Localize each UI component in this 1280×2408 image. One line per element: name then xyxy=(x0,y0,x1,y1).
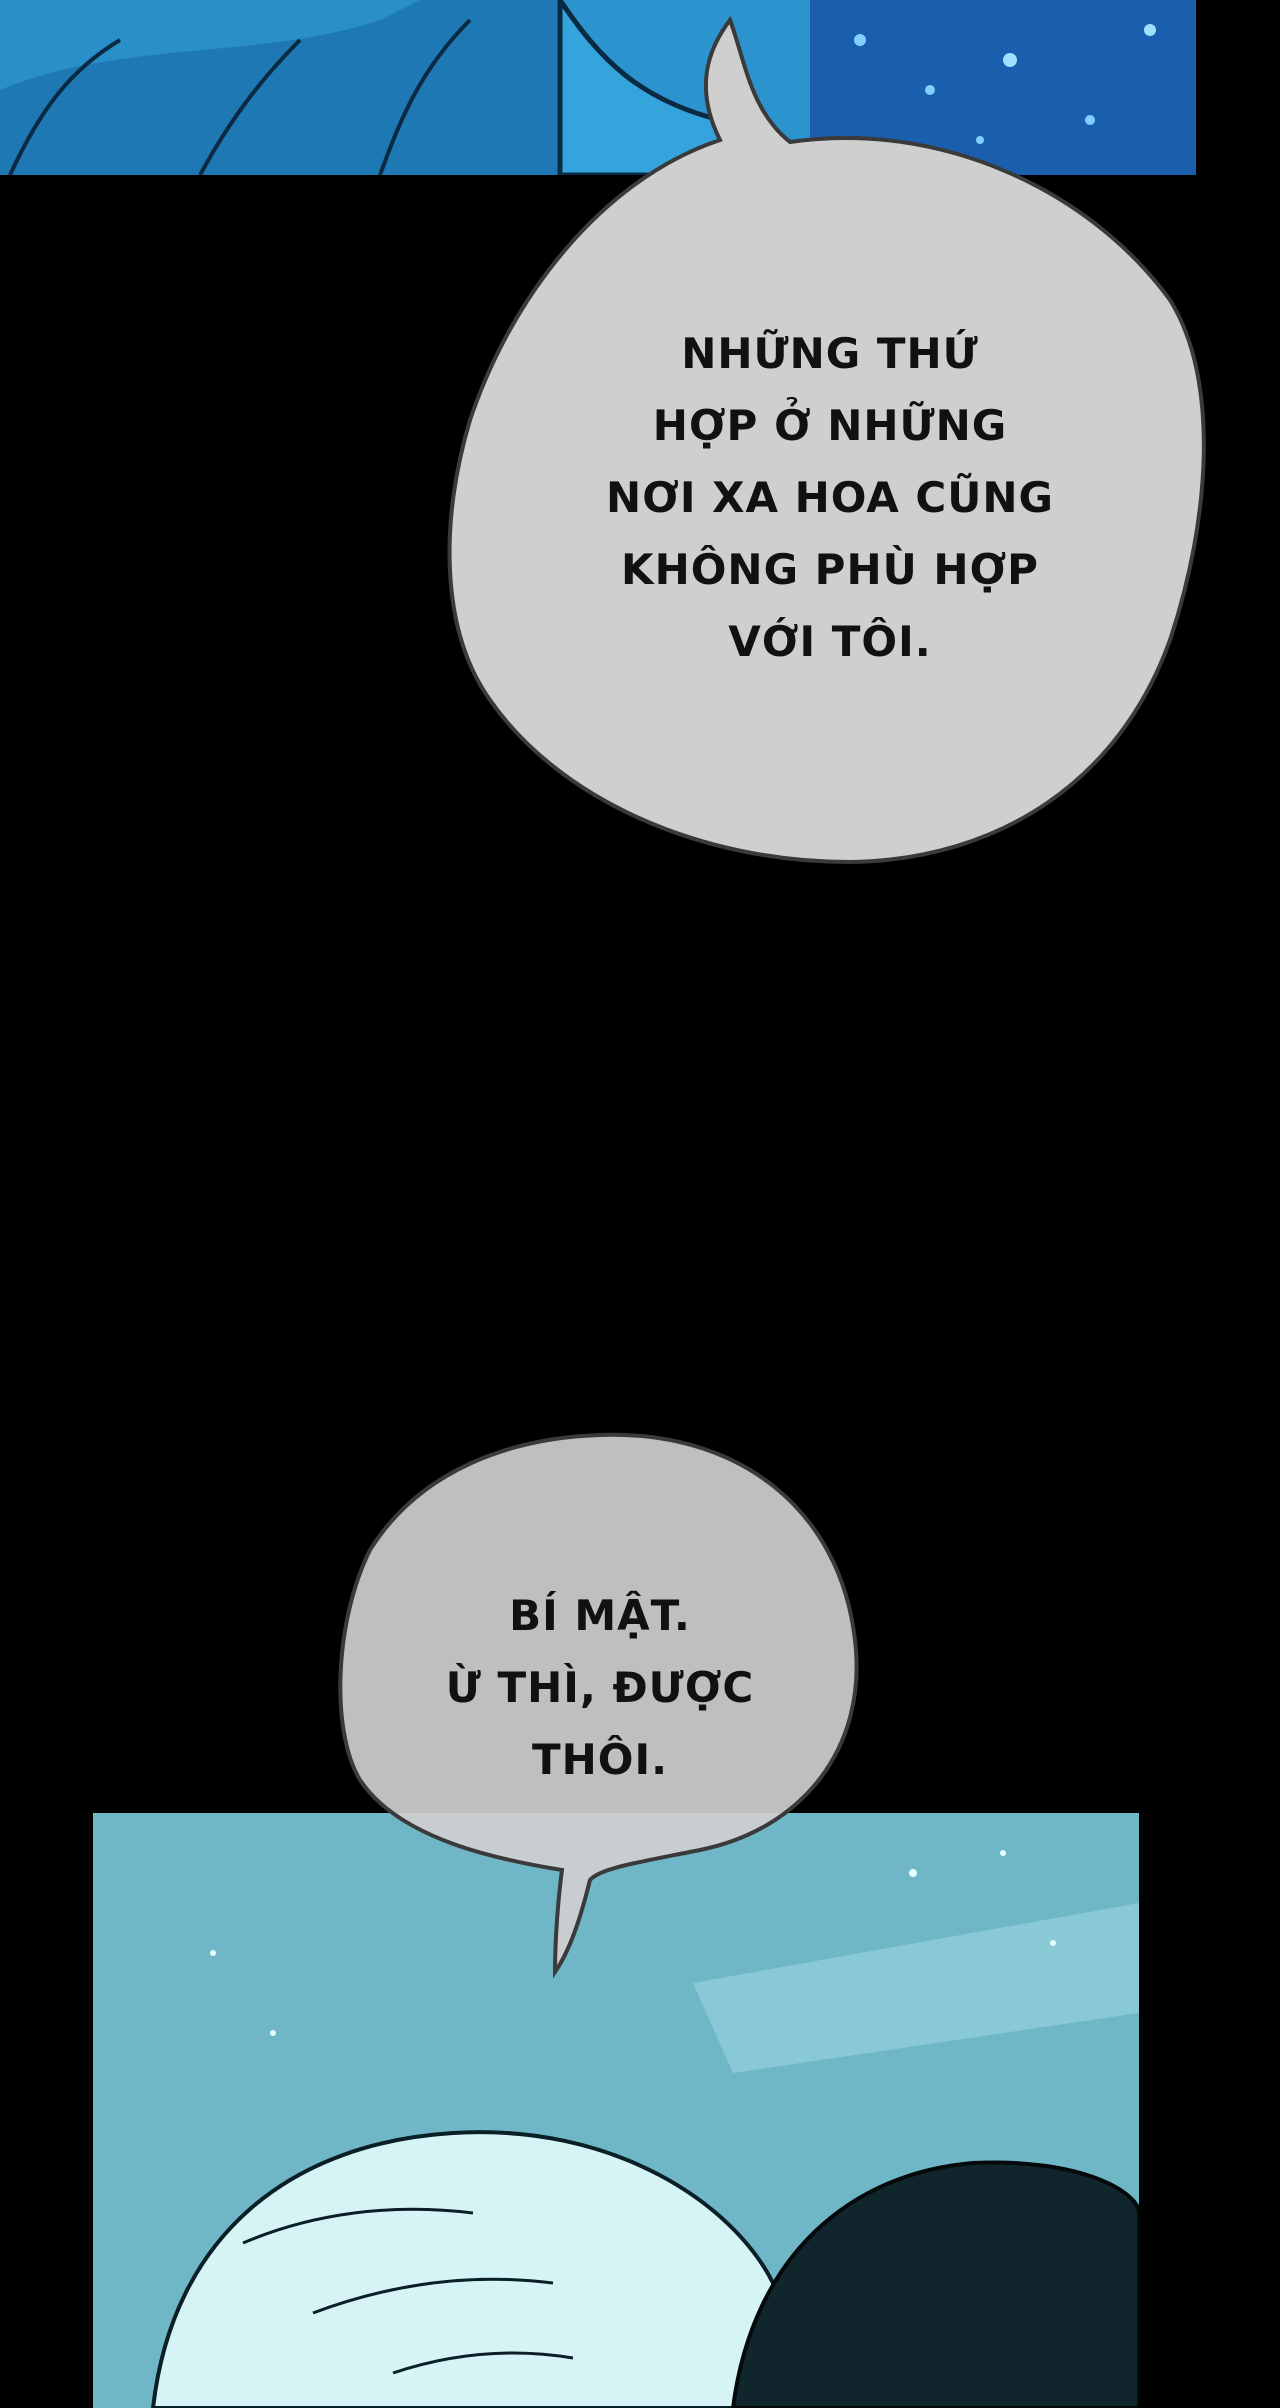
bubble-2-line: THÔI. xyxy=(531,1735,669,1784)
speech-bubble-1-text: NHỮNG THỨ HỢP Ở NHỮNG NƠI XA HOA CŨNG KH… xyxy=(580,318,1080,678)
bubble-1-line: NHỮNG THỨ xyxy=(681,329,979,378)
bottom-panel-artwork xyxy=(93,1813,1139,2408)
bubble-1-line: KHÔNG PHÙ HỢP xyxy=(621,545,1039,594)
top-panel-illustration xyxy=(0,0,1196,175)
bubble-2-line: BÍ MẬT. xyxy=(509,1591,691,1640)
bubble-1-line: VỚI TÔI. xyxy=(728,617,932,666)
speech-bubble-1 xyxy=(447,15,1206,865)
bubble-2-line: Ừ THÌ, ĐƯỢC xyxy=(445,1663,755,1712)
bottom-panel-illustration xyxy=(93,1813,1139,2408)
bubble-1-line: HỢP Ở NHỮNG xyxy=(652,401,1008,450)
top-panel-artwork xyxy=(0,0,1196,175)
speech-bubble-2 xyxy=(338,1432,859,1979)
bubble-1-line: NƠI XA HOA CŨNG xyxy=(605,473,1054,522)
speech-bubble-2-text: BÍ MẬT. Ừ THÌ, ĐƯỢC THÔI. xyxy=(420,1580,780,1796)
